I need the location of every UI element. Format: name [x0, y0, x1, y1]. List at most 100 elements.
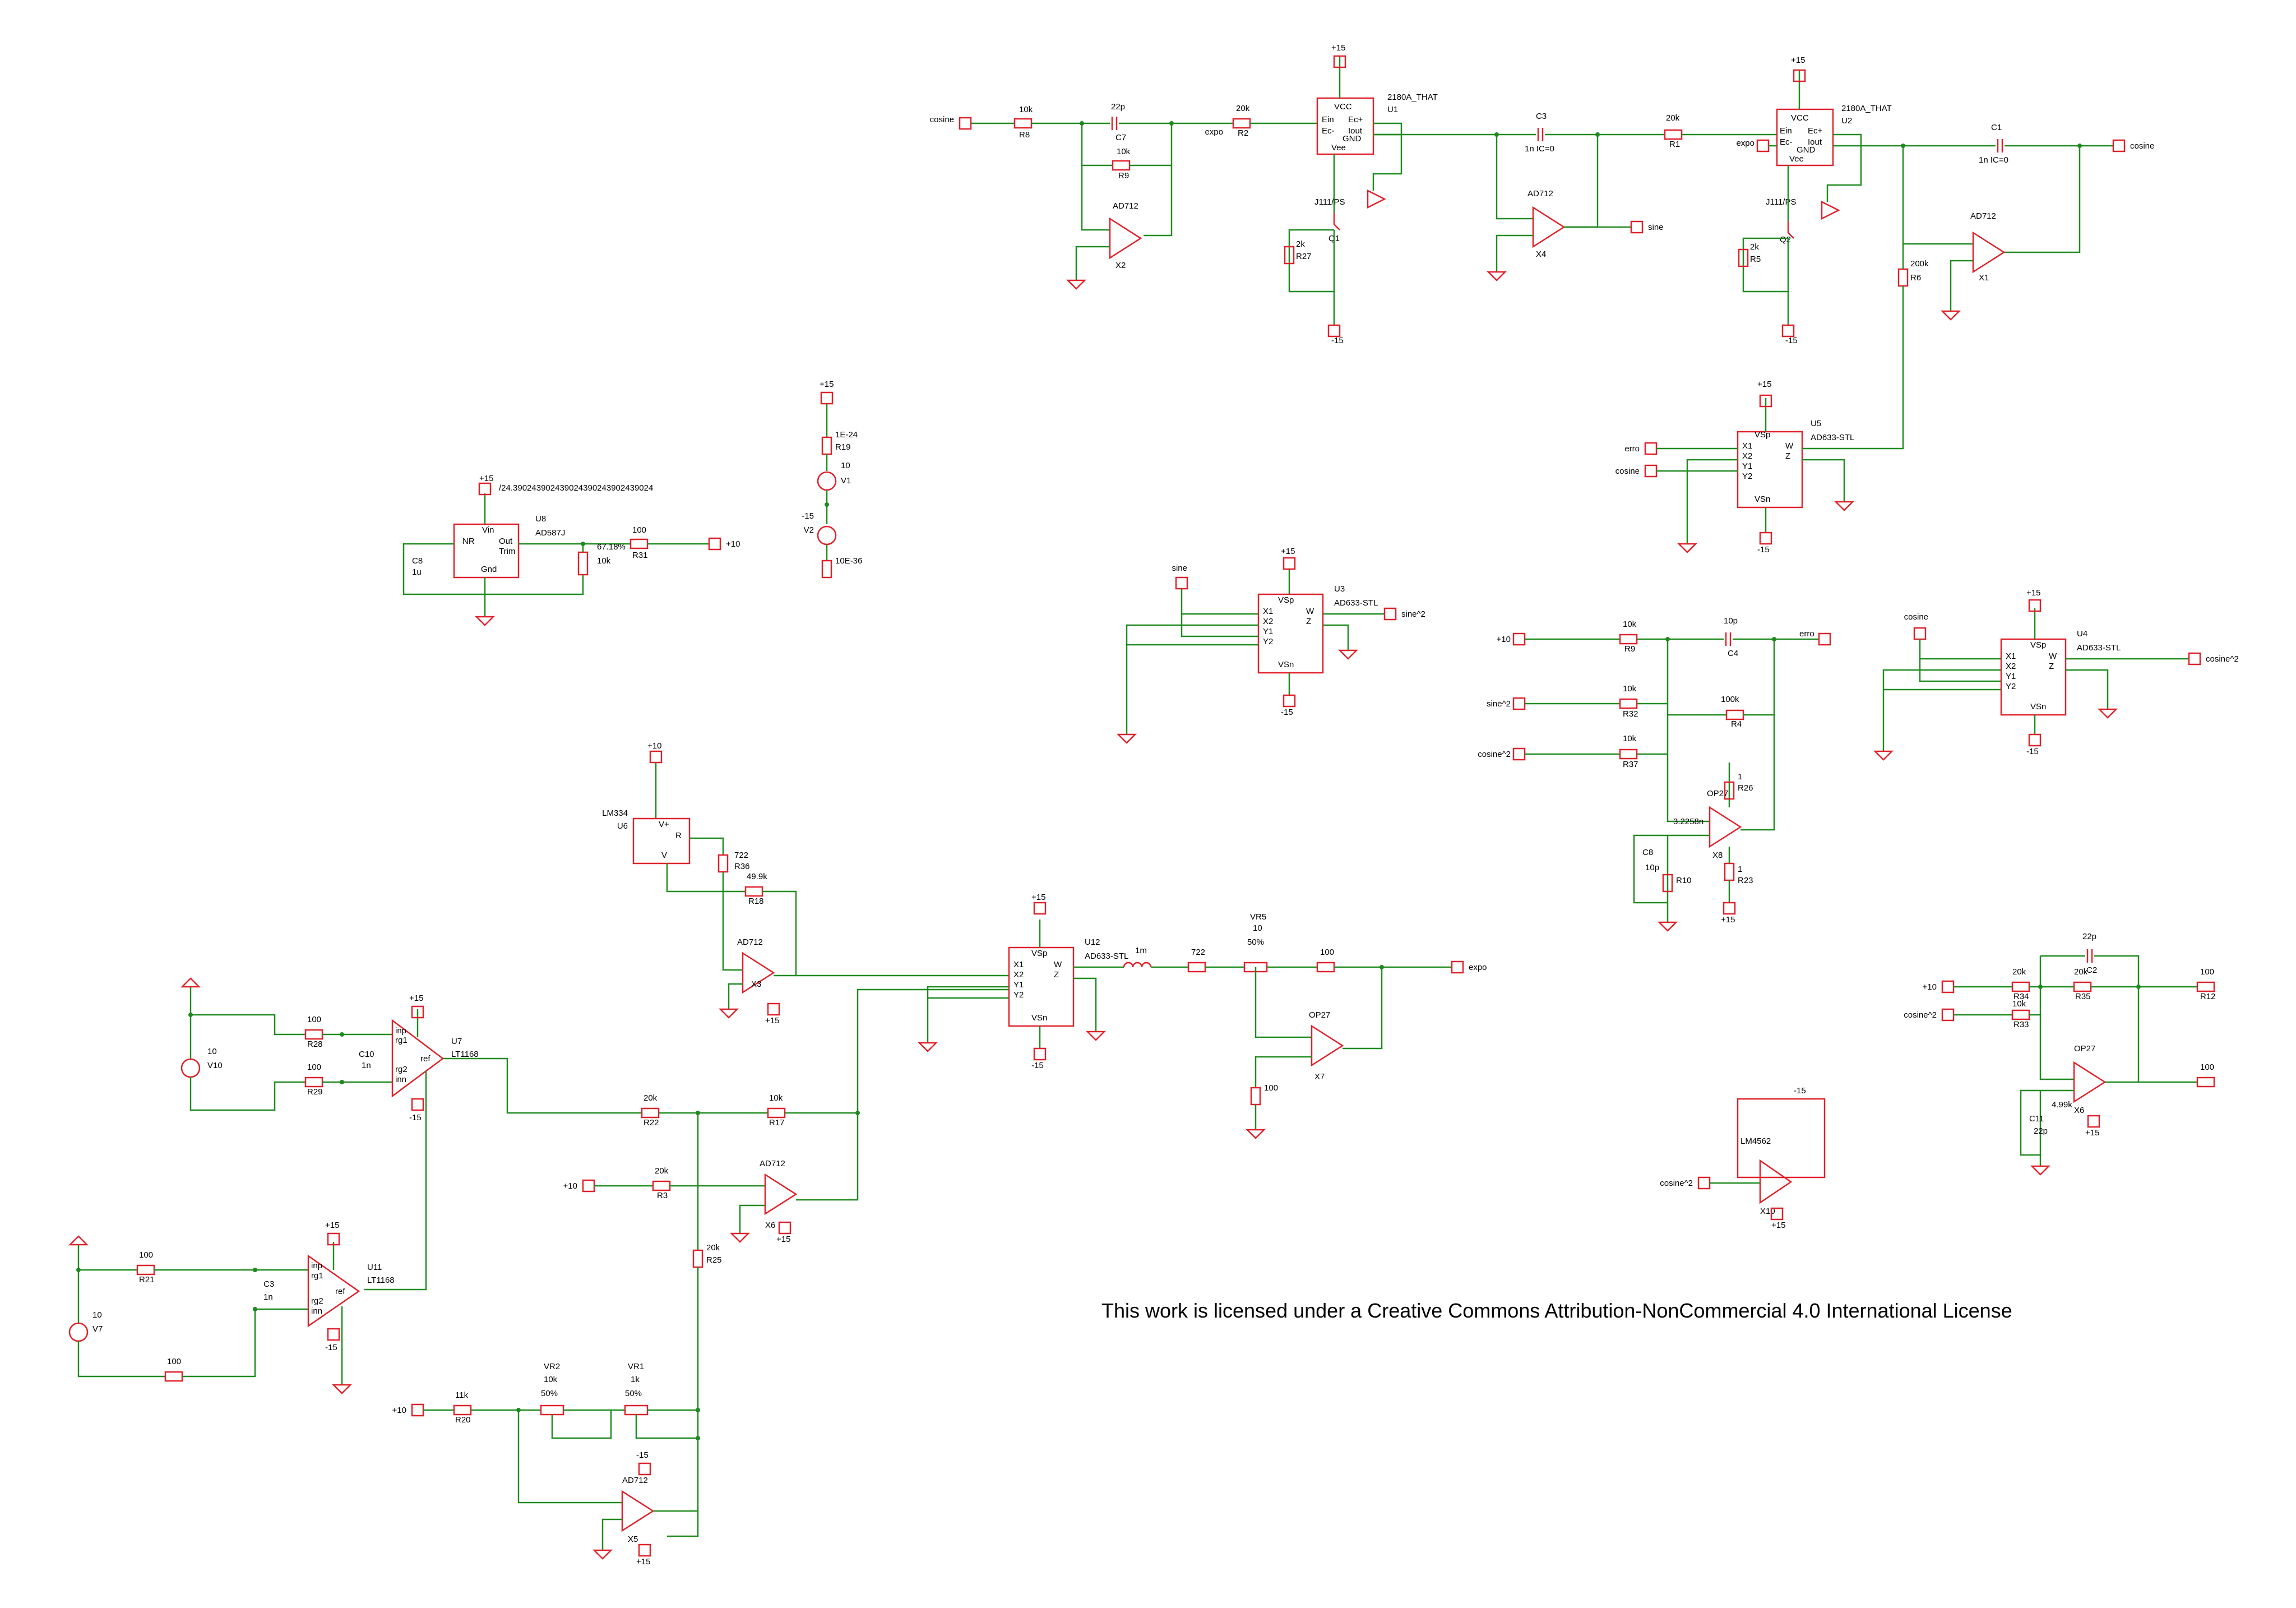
- ref-label: R34: [2013, 992, 2029, 1001]
- port-p15: [2028, 599, 2042, 612]
- port-label: +15: [479, 474, 493, 483]
- resistor-R11: [1250, 1087, 1261, 1106]
- junction: [696, 1408, 700, 1412]
- pin-label: rg1: [311, 1271, 323, 1281]
- resistor-R12: [2196, 981, 2215, 992]
- wire: [1950, 260, 1973, 311]
- value-label: 10p: [1645, 863, 1659, 872]
- port-p15: [820, 391, 834, 405]
- part-label: AD633-STL: [1334, 598, 1378, 608]
- ref-label: R17: [769, 1118, 785, 1128]
- value-label: 20k: [644, 1093, 658, 1103]
- inductor-L1: [1123, 962, 1152, 968]
- wire: [443, 1057, 642, 1114]
- ref-label: V2: [804, 525, 814, 535]
- resistor-R3: [652, 1180, 671, 1191]
- port-label: cosine^2: [1478, 750, 1511, 759]
- junction: [253, 1307, 257, 1311]
- ref-label: R1: [1669, 140, 1680, 149]
- port-m15: [327, 1328, 340, 1341]
- ref-label: R23: [1738, 876, 1753, 885]
- port-label: cosine: [2130, 141, 2154, 151]
- ref-label: U8: [535, 514, 546, 524]
- value-label: 100: [2200, 967, 2214, 977]
- resistor-R26: [1724, 781, 1735, 800]
- wire: [182, 1308, 308, 1378]
- ground-symbol: [917, 1042, 938, 1052]
- source-V2: [817, 525, 837, 546]
- port-label: +15: [1031, 893, 1045, 902]
- value-label: 3.2258n: [1673, 817, 1704, 826]
- pin-label: VSp: [1031, 949, 1047, 958]
- wire: [728, 983, 743, 1009]
- resistor-R28: [304, 1029, 323, 1040]
- ref-label: X6: [765, 1221, 775, 1230]
- ref-label: R2: [1238, 128, 1248, 138]
- ref-label: X5: [628, 1535, 638, 1544]
- ref-label: C8: [1642, 848, 1653, 857]
- port-p15: [1770, 1207, 1784, 1221]
- port-label: +10: [1497, 635, 1511, 644]
- resistor-R21: [136, 1264, 155, 1276]
- port-label: sine: [1172, 563, 1187, 573]
- port-p15: [327, 1232, 340, 1246]
- ground-symbol: [331, 1384, 353, 1394]
- pin-label: Gnd: [481, 565, 497, 574]
- value-label: 2k: [1296, 239, 1305, 249]
- pin-label: inp: [311, 1261, 322, 1270]
- port-label: +10: [647, 741, 661, 751]
- pin-label: Iout: [1808, 137, 1822, 147]
- port-p10: [582, 1179, 595, 1193]
- ground-symbol: [1337, 649, 1359, 660]
- value-label: 1E-24: [835, 430, 858, 440]
- ref-label: X1: [1979, 273, 1989, 283]
- opamp-X2: [1109, 217, 1142, 260]
- ref-label: X7: [1314, 1072, 1325, 1082]
- wire: [635, 1415, 698, 1439]
- port-label: expo: [1469, 963, 1487, 972]
- part-label: AD633-STL: [2077, 643, 2121, 653]
- pin-label: Ein: [1780, 126, 1792, 136]
- port-label: -15: [1331, 336, 1344, 345]
- port-expo: [1451, 960, 1464, 974]
- part-label: OP27: [1309, 1010, 1330, 1020]
- pin-label: ref: [420, 1054, 430, 1064]
- port-p10: [1512, 632, 1526, 646]
- ground-symbol: [2097, 708, 2118, 719]
- wire: [762, 890, 797, 977]
- wire: [666, 863, 724, 893]
- ref-label: C8: [412, 556, 423, 566]
- wire: [1031, 122, 1110, 231]
- opamp-X3: [742, 951, 775, 994]
- wire: [1181, 614, 1258, 637]
- port-label: cosine: [930, 115, 954, 124]
- wire: [191, 1014, 305, 1036]
- port-label: +15: [1721, 915, 1735, 925]
- port-label: expo: [1736, 138, 1755, 148]
- ground-symbol: [2030, 1165, 2051, 1176]
- resistor-R10: [1662, 874, 1673, 893]
- part-label: J111/PS: [1314, 197, 1345, 207]
- value-label: 20k: [2074, 967, 2088, 977]
- port-label: -15: [1785, 336, 1798, 345]
- port-label: +15: [1331, 43, 1345, 53]
- ref-label: R5: [1750, 255, 1761, 264]
- ref-label: X4: [1536, 249, 1546, 259]
- port-label: -15: [636, 1450, 649, 1460]
- ref-label: R4: [1731, 719, 1742, 729]
- port-label: +15: [765, 1016, 779, 1025]
- port-p15: [638, 1544, 651, 1557]
- port-label: sine^2: [1487, 699, 1511, 709]
- ref-label: R8: [1019, 130, 1030, 140]
- wire: [722, 891, 743, 971]
- pin-label: VCC: [1334, 102, 1352, 112]
- pin-label: Z: [2049, 662, 2054, 671]
- junction: [2136, 985, 2141, 989]
- resistor-R23: [1724, 862, 1735, 881]
- ref-label: R25: [706, 1255, 722, 1265]
- ref-label: U1: [1387, 105, 1398, 114]
- ref-label: VR5: [1250, 912, 1266, 922]
- ref-label: R37: [1623, 760, 1638, 769]
- ground-symbol: [1834, 501, 1855, 511]
